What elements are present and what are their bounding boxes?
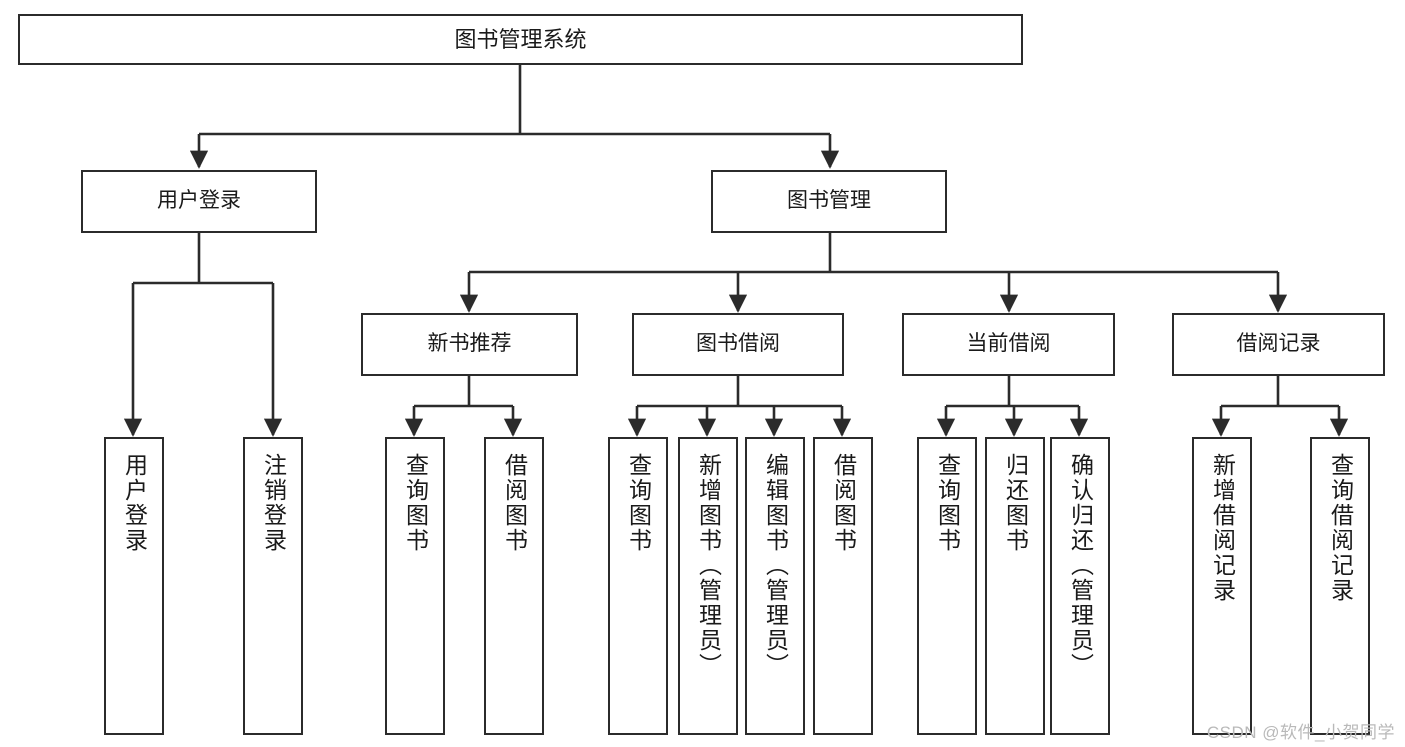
node-root-label: 图书管理系统	[454, 26, 587, 52]
leaf-bb-borrow-book-label: 借阅图书	[830, 453, 857, 553]
leaf-br-query-record[interactable]: 查询借阅记录	[1310, 437, 1370, 735]
leaf-nb-query-book-label: 查询图书	[402, 453, 429, 553]
node-book-management-label: 图书管理	[787, 189, 871, 213]
leaf-br-add-record[interactable]: 新增借阅记录	[1192, 437, 1252, 735]
leaf-nb-query-book[interactable]: 查询图书	[385, 437, 445, 735]
leaf-br-query-record-label: 查询借阅记录	[1327, 453, 1354, 603]
leaf-bb-edit-book-label: 编辑图书（管理员）	[762, 453, 789, 678]
leaf-nb-borrow-book[interactable]: 借阅图书	[484, 437, 544, 735]
leaf-bb-add-book[interactable]: 新增图书（管理员）	[678, 437, 738, 735]
leaf-bb-query-book-label: 查询图书	[625, 453, 652, 553]
csdn-watermark: CSDN @软件_小贺同学	[1206, 723, 1395, 742]
leaf-nb-borrow-book-label: 借阅图书	[501, 453, 528, 553]
leaf-logout-label: 注销登录	[260, 453, 287, 553]
node-current-borrow-label: 当前借阅	[966, 332, 1051, 356]
leaf-cb-query-book[interactable]: 查询图书	[917, 437, 977, 735]
node-user-login[interactable]: 用户登录	[81, 170, 317, 233]
leaf-user-login-label: 用户登录	[121, 453, 148, 553]
leaf-bb-query-book[interactable]: 查询图书	[608, 437, 668, 735]
node-new-book-recommend-label: 新书推荐	[427, 332, 512, 356]
node-new-book-recommend[interactable]: 新书推荐	[361, 313, 578, 376]
node-book-borrow[interactable]: 图书借阅	[632, 313, 844, 376]
leaf-cb-confirm-return[interactable]: 确认归还（管理员）	[1050, 437, 1110, 735]
node-current-borrow[interactable]: 当前借阅	[902, 313, 1115, 376]
node-book-management[interactable]: 图书管理	[711, 170, 947, 233]
node-borrow-record-label: 借阅记录	[1236, 332, 1321, 356]
node-root[interactable]: 图书管理系统	[18, 14, 1023, 65]
leaf-cb-query-book-label: 查询图书	[934, 453, 961, 553]
leaf-cb-return-book[interactable]: 归还图书	[985, 437, 1045, 735]
leaf-cb-confirm-return-label: 确认归还（管理员）	[1067, 453, 1094, 678]
leaf-logout[interactable]: 注销登录	[243, 437, 303, 735]
leaf-cb-return-book-label: 归还图书	[1002, 453, 1029, 553]
leaf-bb-edit-book[interactable]: 编辑图书（管理员）	[745, 437, 805, 735]
leaf-user-login[interactable]: 用户登录	[104, 437, 164, 735]
leaf-br-add-record-label: 新增借阅记录	[1209, 453, 1236, 603]
leaf-bb-add-book-label: 新增图书（管理员）	[695, 453, 722, 678]
leaf-bb-borrow-book[interactable]: 借阅图书	[813, 437, 873, 735]
node-book-borrow-label: 图书借阅	[696, 332, 780, 356]
node-borrow-record[interactable]: 借阅记录	[1172, 313, 1385, 376]
node-user-login-label: 用户登录	[157, 189, 241, 213]
